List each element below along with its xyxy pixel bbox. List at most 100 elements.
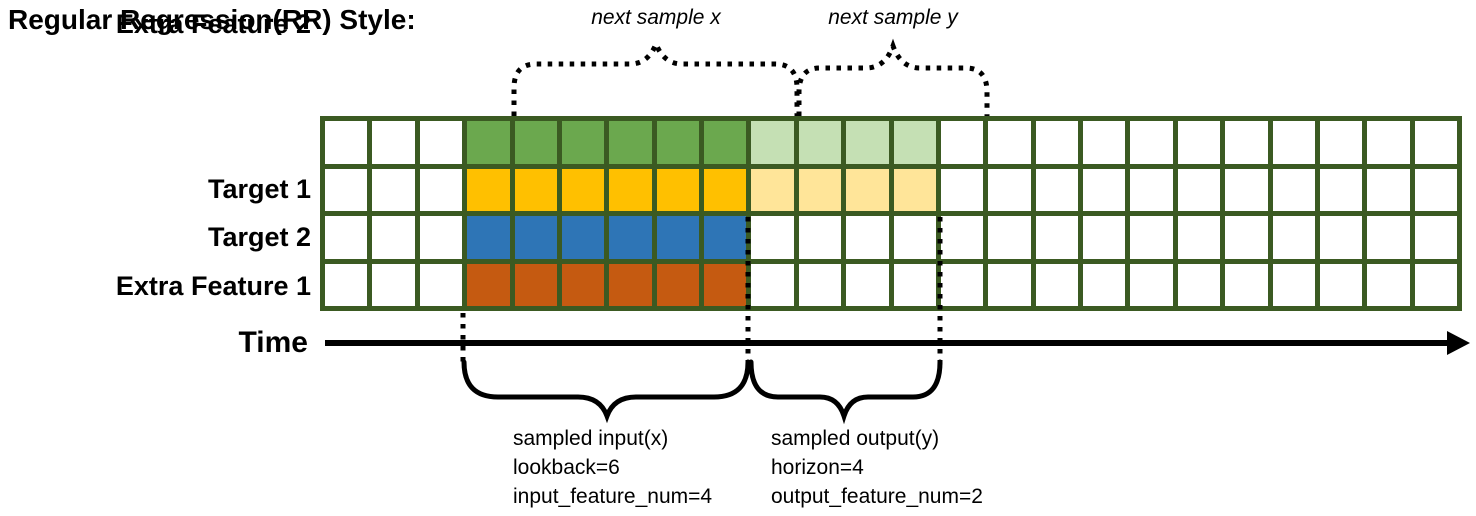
grid-cell xyxy=(514,216,557,259)
grid-cell xyxy=(656,168,699,211)
grid-cell xyxy=(1083,168,1126,211)
grid-cell xyxy=(419,216,463,259)
grid-cell xyxy=(514,263,557,306)
grid-cell xyxy=(561,168,605,211)
grid-cell xyxy=(1035,168,1078,211)
grid-cell xyxy=(798,263,842,306)
sampled-input-text-block: sampled input(x) lookback=6 input_featur… xyxy=(513,424,712,511)
grid-cell xyxy=(372,121,415,164)
grid-cell xyxy=(1319,216,1363,259)
sampled-output-text-block: sampled output(y) horizon=4 output_featu… xyxy=(771,424,983,511)
grid-cell xyxy=(1414,121,1457,164)
grid-cell xyxy=(514,121,557,164)
grid-cell xyxy=(751,216,794,259)
grid-cell xyxy=(372,168,415,211)
grid-cell xyxy=(704,121,747,164)
grid-cell xyxy=(846,168,889,211)
sampled-input-brace xyxy=(461,359,751,424)
grid-cell xyxy=(1319,168,1363,211)
sample-grid xyxy=(320,116,1462,311)
grid-cell xyxy=(940,216,984,259)
grid-cell xyxy=(798,121,842,164)
grid-cell xyxy=(1035,121,1078,164)
grid-cell xyxy=(372,216,415,259)
grid-cell xyxy=(751,168,794,211)
grid-cell xyxy=(656,121,699,164)
grid-cell xyxy=(1035,216,1078,259)
grid-cell xyxy=(1414,263,1457,306)
lookback-value: lookback=6 xyxy=(513,456,620,479)
grid-cell xyxy=(1367,121,1410,164)
grid-cell xyxy=(988,168,1031,211)
grid-cell xyxy=(1130,216,1173,259)
grid-cell xyxy=(1414,216,1457,259)
row-label-target-2: Target 2 xyxy=(207,222,311,252)
grid-cell xyxy=(1272,121,1315,164)
grid-cell xyxy=(325,263,368,306)
grid-cell xyxy=(846,216,889,259)
grid-cell xyxy=(1225,263,1268,306)
figure-title: Regular Regression(RR) Style: xyxy=(8,4,416,35)
grid-cell xyxy=(988,263,1031,306)
grid-cell xyxy=(893,216,936,259)
grid-cell xyxy=(325,168,368,211)
grid-cell xyxy=(1083,216,1126,259)
grid-cell xyxy=(940,168,984,211)
grid-cell xyxy=(751,121,794,164)
output-feature-num-value: output_feature_num=2 xyxy=(771,485,983,508)
grid-cell xyxy=(656,216,699,259)
grid-cell xyxy=(1367,263,1410,306)
row-label-extra-feature-1: Extra Feature 1 xyxy=(115,271,311,301)
grid-cell xyxy=(1130,168,1173,211)
grid-cell xyxy=(1225,121,1268,164)
grid-cell xyxy=(798,216,842,259)
next-sample-x-brace xyxy=(511,37,800,116)
grid-cell xyxy=(704,168,747,211)
grid-cell xyxy=(1272,216,1315,259)
grid-cell xyxy=(893,121,936,164)
grid-cell xyxy=(609,216,652,259)
grid-cell xyxy=(419,263,463,306)
grid-cell xyxy=(1177,121,1221,164)
grid-cell xyxy=(940,263,984,306)
grid-cell xyxy=(1367,168,1410,211)
next-sample-y-brace xyxy=(796,38,990,116)
grid-cell xyxy=(609,168,652,211)
grid-cell xyxy=(419,121,463,164)
grid-cell xyxy=(467,121,510,164)
grid-cell xyxy=(846,263,889,306)
grid-cell xyxy=(514,168,557,211)
grid-cell xyxy=(1083,121,1126,164)
grid-cell xyxy=(372,263,415,306)
sampled-input-title: sampled input(x) xyxy=(513,427,669,450)
grid-cell xyxy=(561,121,605,164)
grid-cell xyxy=(561,216,605,259)
grid-cell xyxy=(1272,263,1315,306)
horizon-value: horizon=4 xyxy=(771,456,864,479)
grid-cell xyxy=(325,121,368,164)
grid-cell xyxy=(704,263,747,306)
sampled-output-title: sampled output(y) xyxy=(771,427,940,450)
grid-cell xyxy=(1083,263,1126,306)
grid-cell xyxy=(846,121,889,164)
grid-cell xyxy=(325,216,368,259)
grid-cell xyxy=(609,263,652,306)
grid-cell xyxy=(1177,216,1221,259)
grid-cell xyxy=(609,121,652,164)
grid-cell xyxy=(1319,121,1363,164)
grid-cell xyxy=(467,216,510,259)
grid-cell xyxy=(893,263,936,306)
next-sample-y-label: next sample y xyxy=(828,6,958,29)
grid-cell xyxy=(988,216,1031,259)
grid-cell xyxy=(1225,168,1268,211)
grid-cell xyxy=(940,121,984,164)
grid-cell xyxy=(1130,121,1173,164)
sampled-output-brace xyxy=(748,359,943,425)
grid-cell xyxy=(1177,263,1221,306)
grid-cell xyxy=(1035,263,1078,306)
grid-cell xyxy=(1272,168,1315,211)
row-label-target-1: Target 1 xyxy=(207,174,311,204)
grid-cell xyxy=(561,263,605,306)
time-axis-label: Time xyxy=(238,326,308,359)
